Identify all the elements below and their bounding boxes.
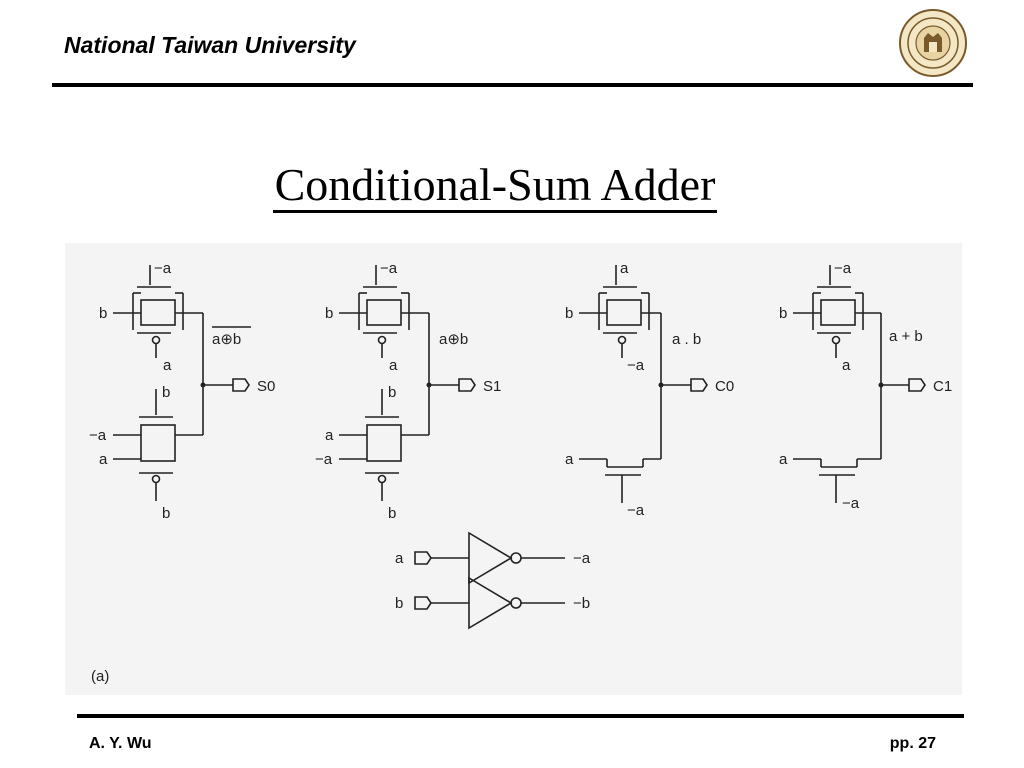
header-rule <box>52 83 973 87</box>
output-port <box>232 378 250 392</box>
label-mid-gate: b <box>388 384 396 401</box>
label-bottom-gate: −a <box>627 357 645 374</box>
inversion-bubble <box>831 335 841 345</box>
label-expression: a⊕b <box>439 331 468 348</box>
label-inverter-output: −a <box>573 550 591 567</box>
label-output: C1 <box>933 378 952 395</box>
label-bottom: b <box>162 505 170 522</box>
output-port <box>690 378 708 392</box>
transistor-body <box>820 299 856 326</box>
inverter-b: b −b <box>395 576 590 630</box>
label-input-1: a <box>325 427 334 444</box>
label-top-gate: −a <box>154 260 172 277</box>
university-seal-logo <box>899 9 967 77</box>
output-port <box>908 378 926 392</box>
transistor-body <box>366 424 402 462</box>
label-expression: a . b <box>672 331 701 348</box>
inversion-bubble <box>151 474 161 484</box>
inversion-bubble <box>377 335 387 345</box>
inversion-bubble <box>151 335 161 345</box>
footer-author: A. Y. Wu <box>89 735 152 752</box>
label-left-input: b <box>565 305 573 322</box>
label-left-input: b <box>779 305 787 322</box>
circuit-figure: −a b a b −a a b a⊕b S0 − <box>65 243 962 695</box>
label-bottom-gate: a <box>163 357 172 374</box>
label-output: S0 <box>257 378 275 395</box>
label-top-gate: a <box>620 260 629 277</box>
inversion-bubble <box>377 474 387 484</box>
label-bottom: b <box>388 505 396 522</box>
label-bottom-gate: a <box>842 357 851 374</box>
label-bottom: −a <box>627 502 645 519</box>
input-port <box>414 551 432 565</box>
label-expression: a + b <box>889 328 923 345</box>
label-inverter-input: b <box>395 595 403 612</box>
label-left-input: b <box>325 305 333 322</box>
label-top-gate: −a <box>834 260 852 277</box>
inverter-triangle <box>468 576 513 630</box>
label-mid-gate: b <box>162 384 170 401</box>
transistor-body <box>140 299 176 326</box>
circuit-s1: −a b a b a −a b a⊕b S1 <box>315 260 501 522</box>
panel-label: (a) <box>91 668 109 685</box>
input-port <box>414 596 432 610</box>
label-inverter-input: a <box>395 550 404 567</box>
transistor-body <box>606 299 642 326</box>
transistor-body <box>140 424 176 462</box>
inverter-a: a −a <box>395 531 591 585</box>
footer-page-number: pp. 27 <box>889 735 936 752</box>
output-port <box>458 378 476 392</box>
header-title: National Taiwan University <box>64 32 356 58</box>
label-left-input: b <box>99 305 107 322</box>
label-expression: a⊕b <box>212 331 241 348</box>
slide-title: Conditional-Sum Adder <box>0 158 990 213</box>
inversion-bubble <box>617 335 627 345</box>
label-input-1: −a <box>89 427 107 444</box>
circuit-s0: −a b a b −a a b a⊕b S0 <box>89 260 275 522</box>
label-output: C0 <box>715 378 734 395</box>
footer-rule <box>77 714 964 718</box>
label-output: S1 <box>483 378 501 395</box>
transistor-body <box>366 299 402 326</box>
label-top-gate: −a <box>380 260 398 277</box>
label-input-2: a <box>779 451 788 468</box>
label-bottom: −a <box>842 495 860 512</box>
label-bottom-gate: a <box>389 357 398 374</box>
circuit-c1: −a b a a −a a + b C1 <box>779 260 952 512</box>
inverter-triangle <box>468 531 513 585</box>
label-input-2: a <box>99 451 108 468</box>
label-input-2: −a <box>315 451 333 468</box>
circuit-c0: a b −a a −a a . b C0 <box>565 260 734 519</box>
label-inverter-output: −b <box>573 595 590 612</box>
label-input-2: a <box>565 451 574 468</box>
